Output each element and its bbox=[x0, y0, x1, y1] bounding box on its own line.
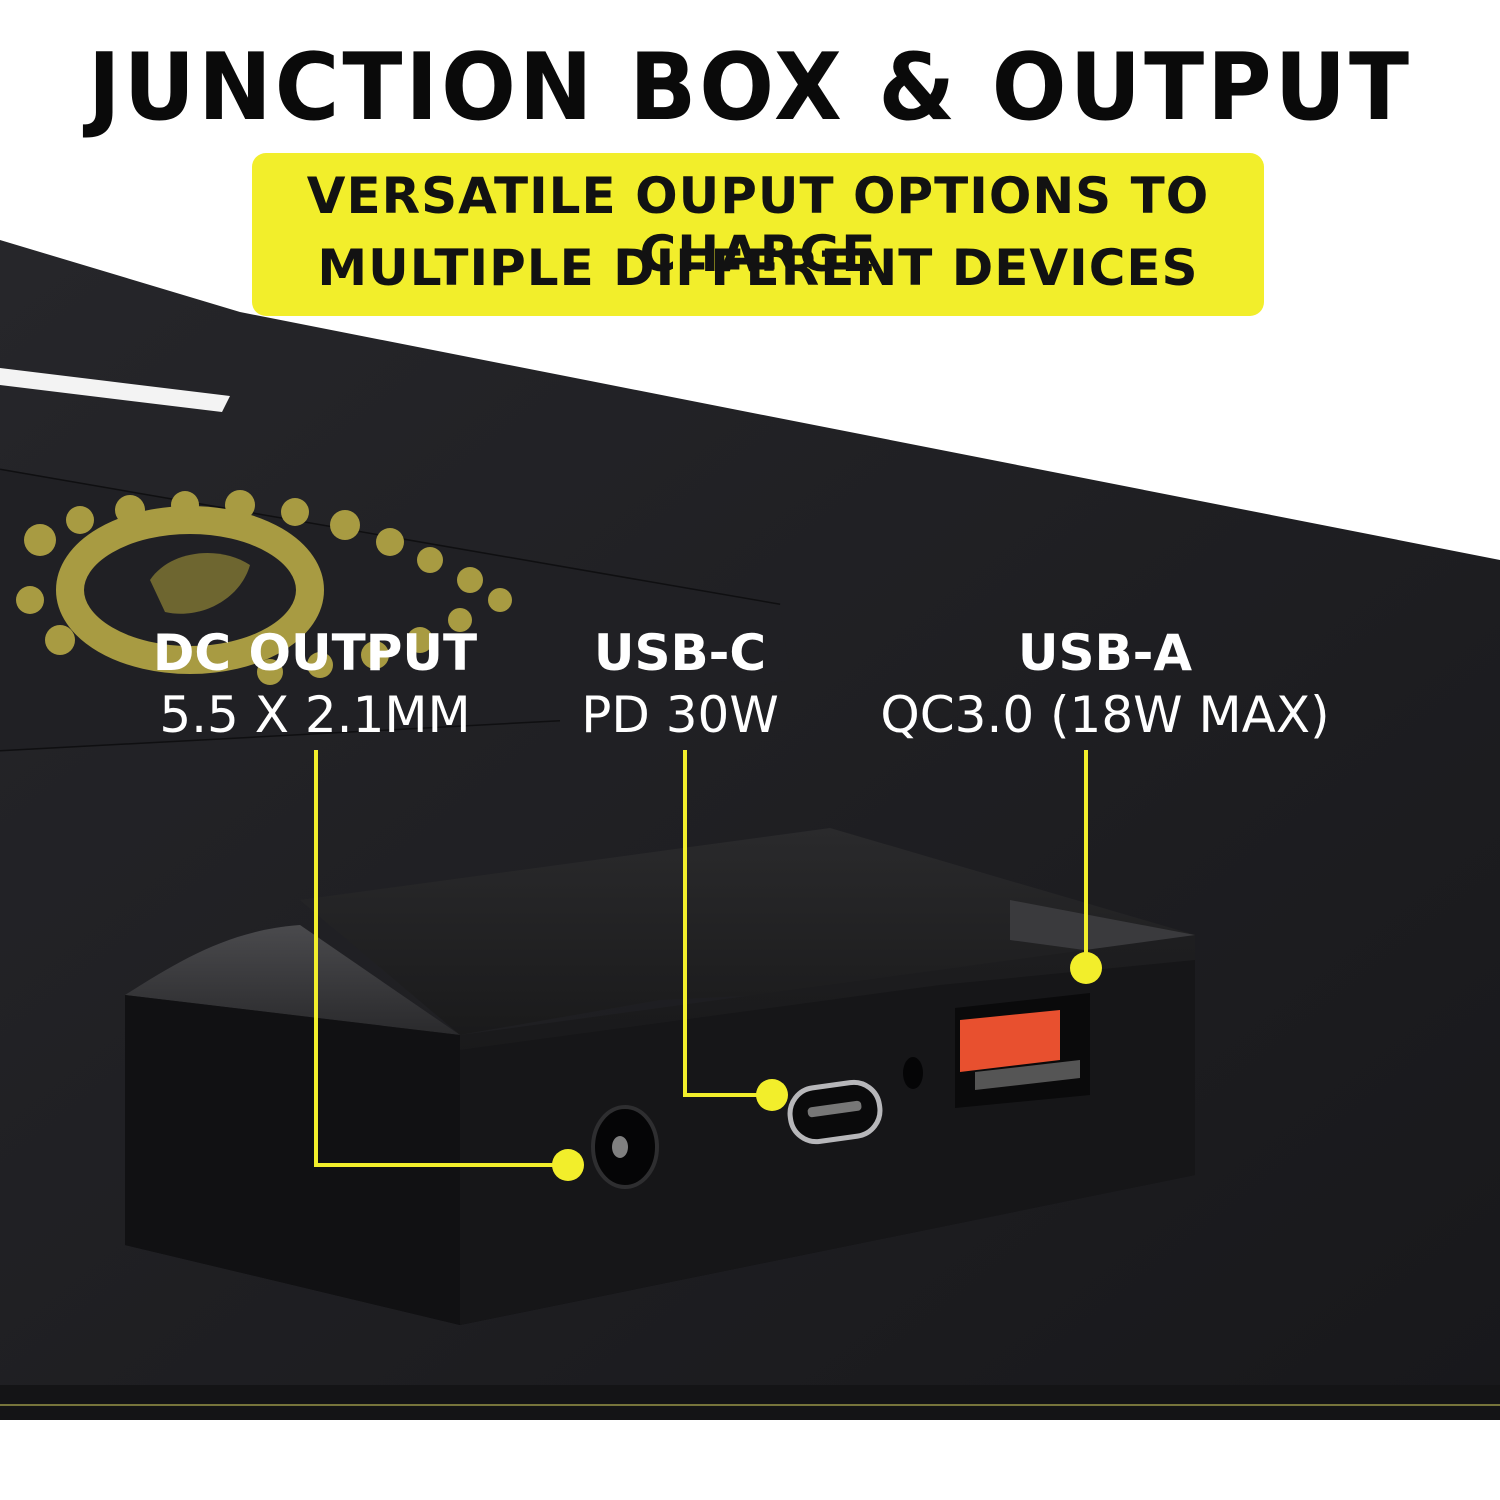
led-indicator-icon bbox=[903, 1057, 923, 1089]
usb-c-callout-dot bbox=[756, 1079, 788, 1111]
usb-a-callout-dot bbox=[1070, 952, 1102, 984]
junction-box bbox=[125, 828, 1195, 1325]
port-spec: PD 30W bbox=[581, 686, 779, 744]
dc-output-label: DC OUTPUT 5.5 X 2.1MM bbox=[120, 622, 510, 746]
port-spec: QC3.0 (18W MAX) bbox=[880, 686, 1330, 744]
port-name: USB-A bbox=[1017, 624, 1193, 682]
sun-logo bbox=[16, 490, 512, 685]
usb-c-label: USB-C PD 30W bbox=[560, 622, 800, 746]
callout-dots bbox=[552, 952, 1102, 1181]
sticker-label bbox=[0, 368, 230, 412]
banner-line-2: MULTIPLE DIFFERENT DEVICES bbox=[317, 239, 1199, 297]
port-name: USB-C bbox=[593, 624, 767, 682]
subtitle-banner: VERSATILE OUPUT OPTIONS TO CHARGE MULTIP… bbox=[252, 153, 1264, 316]
port-spec: 5.5 X 2.1MM bbox=[159, 686, 471, 744]
usb-a-label: USB-A QC3.0 (18W MAX) bbox=[880, 622, 1330, 746]
dc-callout-dot bbox=[552, 1149, 584, 1181]
port-name: DC OUTPUT bbox=[152, 624, 478, 682]
banner-line-1: VERSATILE OUPUT OPTIONS TO CHARGE bbox=[306, 167, 1210, 283]
callout-lines bbox=[314, 750, 1088, 1167]
